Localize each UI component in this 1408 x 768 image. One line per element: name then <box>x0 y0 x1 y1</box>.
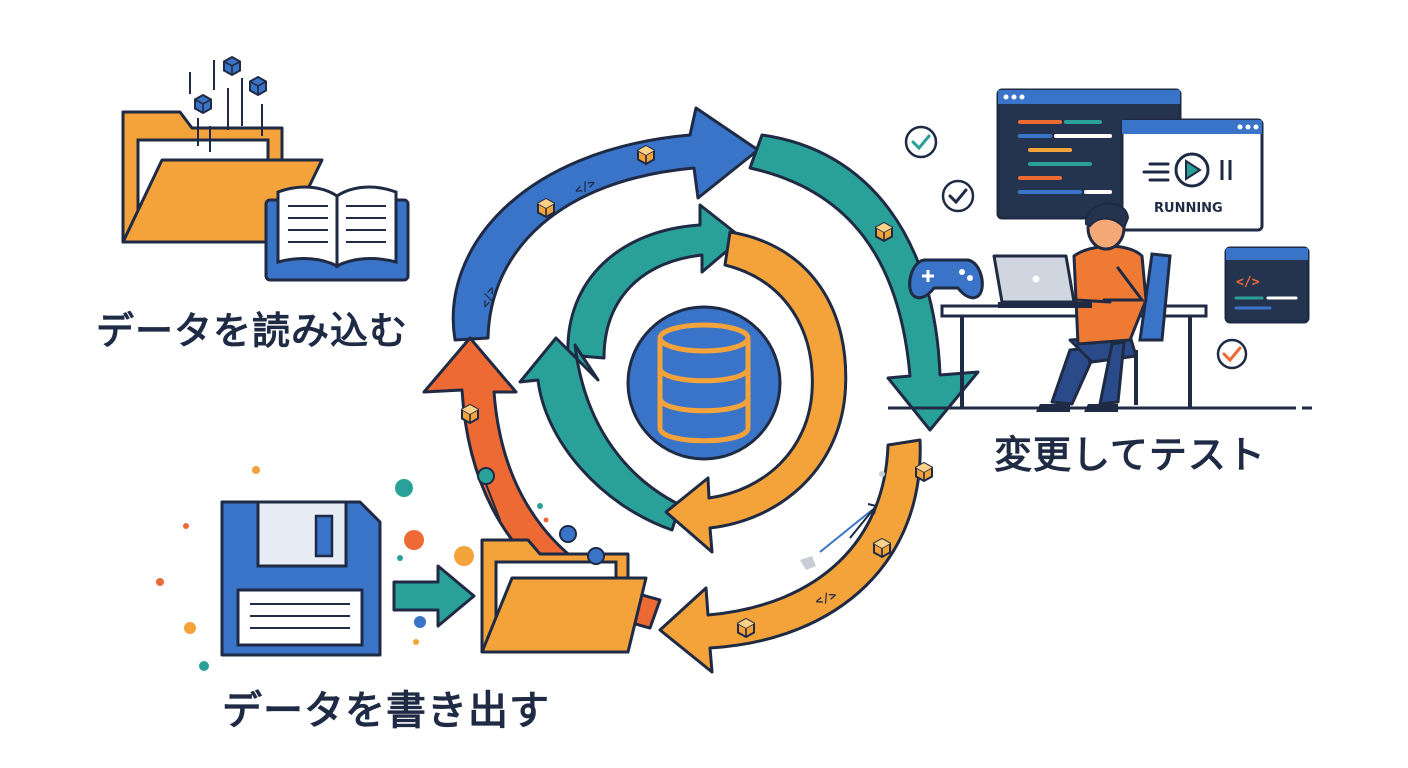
folder-icon <box>480 538 648 654</box>
svg-text:</>: </> <box>478 285 499 310</box>
label-change-test: 変更してテスト <box>994 433 1266 477</box>
code-tag: </> <box>1236 275 1260 290</box>
gamepad-icon <box>908 258 984 300</box>
check-icon <box>941 179 975 213</box>
laptop-icon <box>992 254 1092 308</box>
label-write-data: データを書き出す <box>222 688 550 734</box>
database-icon <box>626 305 782 461</box>
pause-icon <box>1220 160 1232 180</box>
data-cube-icon <box>194 56 267 114</box>
play-icon <box>1174 152 1210 188</box>
cycle-arrow-icon <box>748 133 980 432</box>
person-icon <box>1036 202 1148 412</box>
check-icon <box>1216 338 1248 370</box>
cycle-arrow-icon <box>658 438 922 674</box>
desk-icon <box>888 252 1312 410</box>
cycle-arrow-icon <box>451 106 760 342</box>
label-read-data: データを読み込む <box>96 309 409 353</box>
running-status: RUNNING <box>1154 201 1223 216</box>
check-icon <box>904 125 938 159</box>
book-icon <box>264 185 410 282</box>
code-window-icon: </> <box>1224 246 1310 324</box>
floppy-disk-icon <box>220 500 382 657</box>
running-window: RUNNING <box>1120 118 1264 232</box>
arrow-right-icon <box>392 564 476 628</box>
svg-text:</>: </> <box>813 588 838 609</box>
